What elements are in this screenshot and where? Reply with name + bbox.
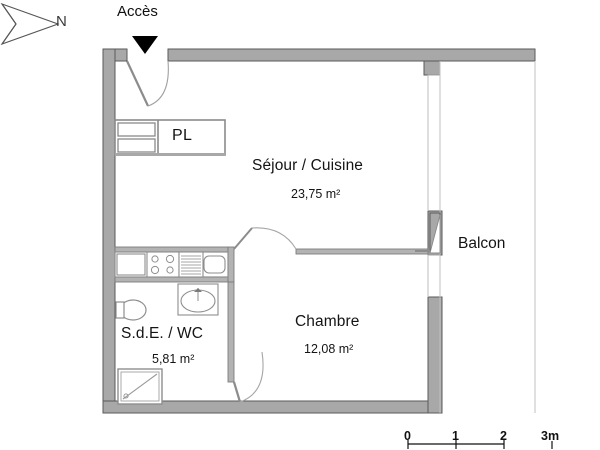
door-kitchen-sejour bbox=[233, 227, 297, 250]
room-name-sejour-cuisine: Séjour / Cuisine bbox=[252, 157, 364, 174]
room-name-sde-wc: S.d.E. / WC bbox=[121, 325, 204, 342]
balcony-label: Balcon bbox=[458, 235, 506, 252]
closet-label-pl: PL bbox=[172, 127, 193, 144]
room-area-sde-wc: 5,81 m² bbox=[152, 352, 195, 366]
scale-end-label: 3m bbox=[541, 429, 560, 443]
scale-tick-0: 0 bbox=[404, 429, 411, 443]
access-label: Accès bbox=[117, 3, 158, 20]
bathroom-fixtures bbox=[115, 283, 219, 405]
entrance-door bbox=[126, 60, 169, 107]
compass-north-label: N bbox=[56, 13, 67, 30]
room-name-chambre: Chambre bbox=[295, 313, 360, 330]
room-area-sejour-cuisine: 23,75 m² bbox=[291, 187, 341, 201]
scale-tick-2: 2 bbox=[500, 429, 507, 443]
north-arrow-icon bbox=[0, 2, 60, 46]
scale-tick-1: 1 bbox=[452, 429, 459, 443]
room-area-chambre: 12,08 m² bbox=[304, 342, 354, 356]
kitchen-fixtures bbox=[114, 251, 229, 278]
scale-bar bbox=[407, 440, 553, 449]
closet-pl bbox=[114, 119, 226, 156]
balcony-door bbox=[415, 212, 441, 254]
access-arrow-icon bbox=[132, 36, 158, 54]
door-bathroom-chambre bbox=[232, 351, 264, 403]
